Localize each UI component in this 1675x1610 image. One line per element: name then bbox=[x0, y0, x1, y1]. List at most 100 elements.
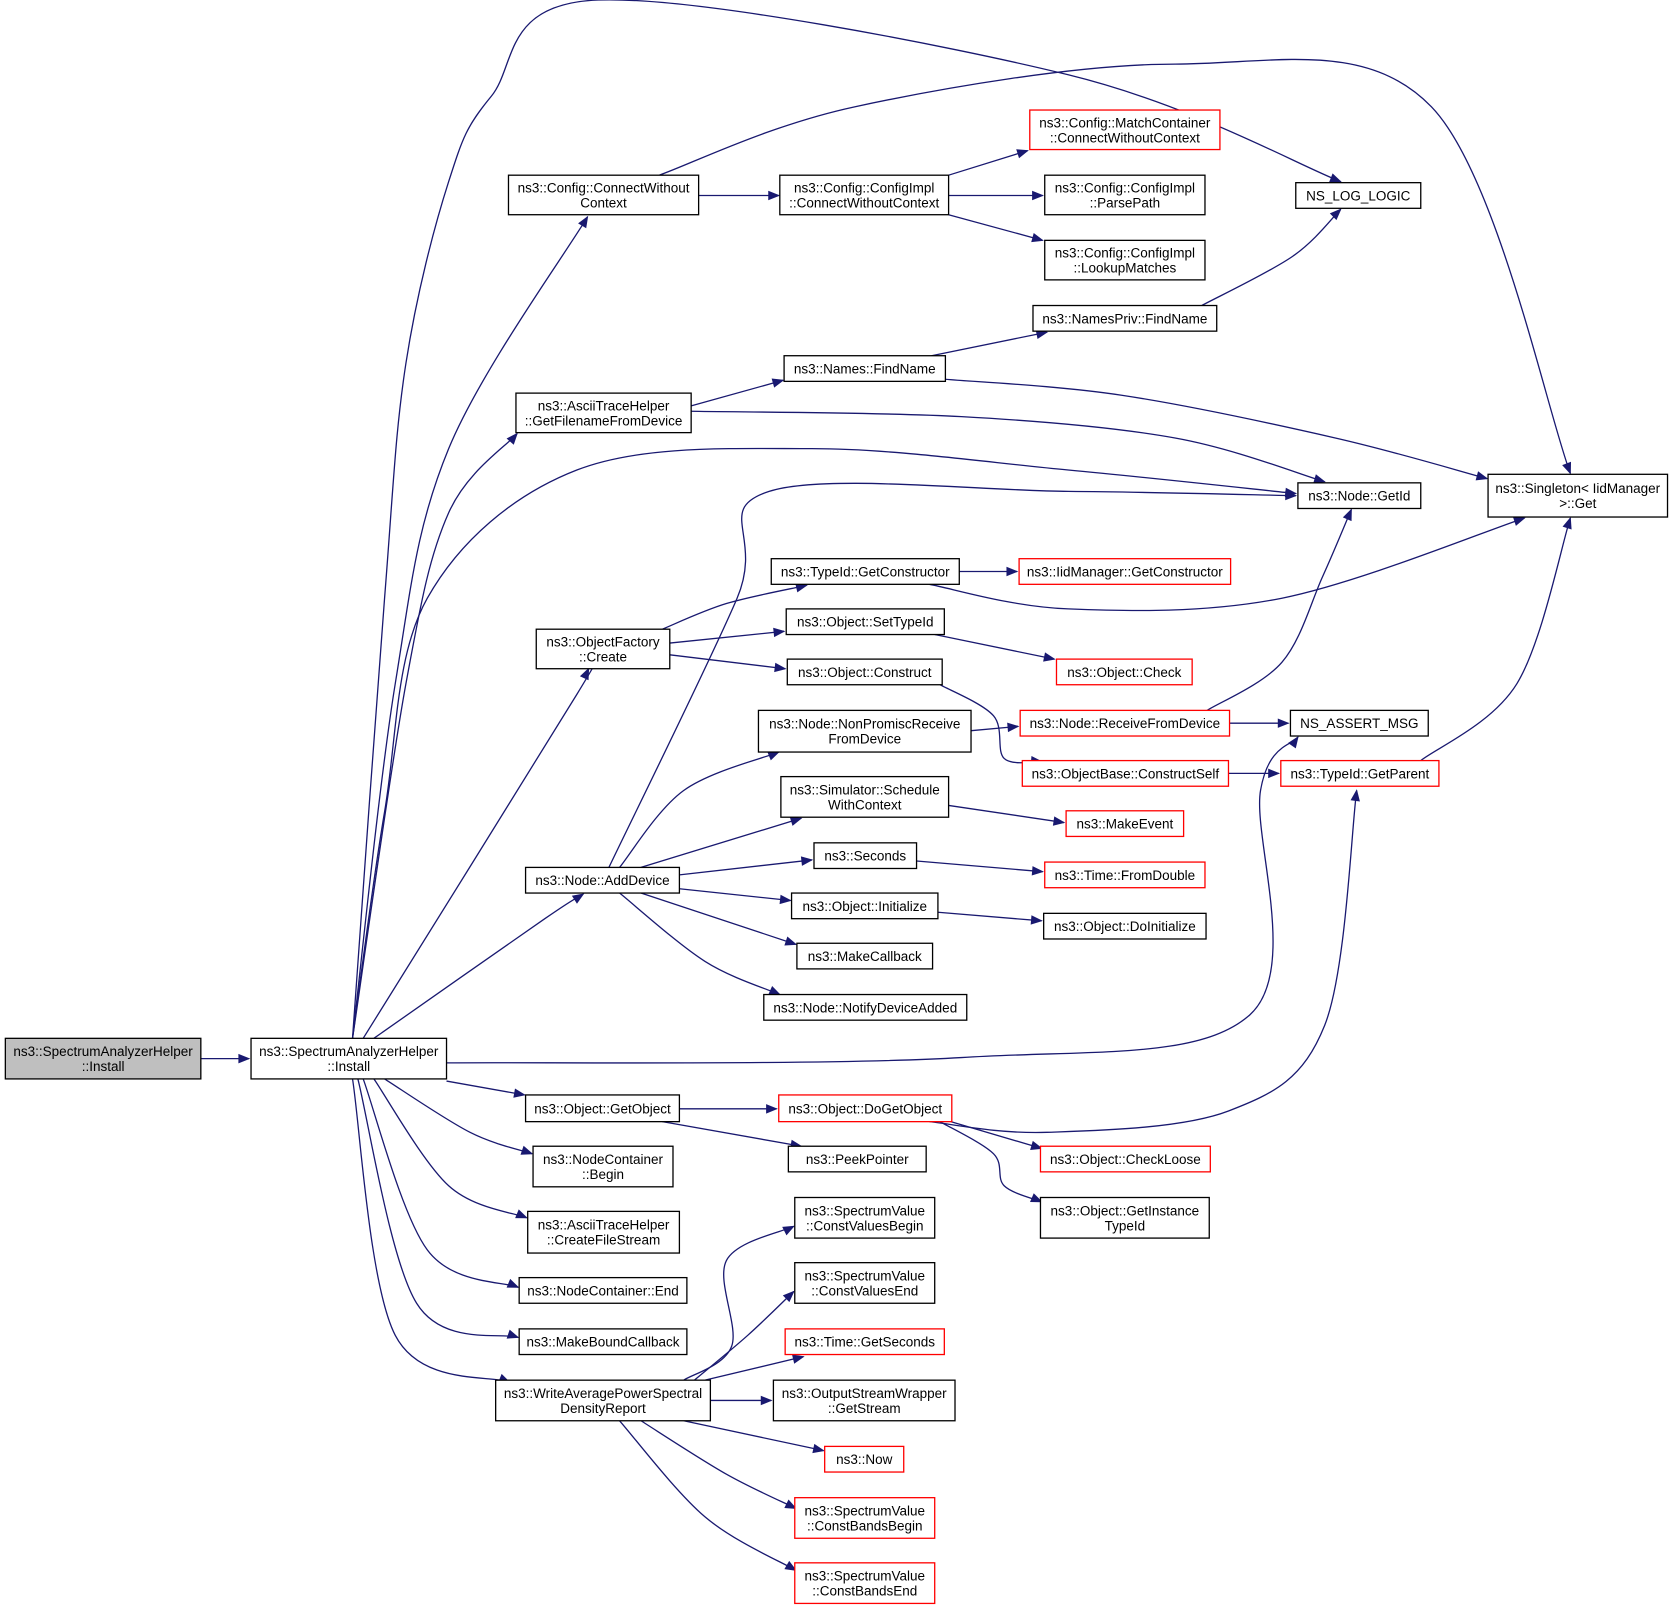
node-nodeNotify[interactable]: ns3::Node::NotifyDeviceAdded bbox=[763, 993, 968, 1021]
node-label: ::ConstBandsBegin bbox=[807, 1518, 923, 1533]
node-oswGetStream[interactable]: ns3::OutputStreamWrapper::GetStream bbox=[772, 1379, 956, 1422]
arrowhead-icon bbox=[800, 856, 814, 866]
edge-seconds-to-timeFromDouble bbox=[916, 860, 1044, 876]
node-asciiCreateFile[interactable]: ns3::AsciiTraceHelper::CreateFileStream bbox=[527, 1210, 681, 1254]
node-objFactoryCreate[interactable]: ns3::ObjectFactory::Create bbox=[535, 628, 671, 670]
node-label: ns3::Singleton< IidManager bbox=[1495, 481, 1660, 496]
node-label: ns3::Time::GetSeconds bbox=[794, 1335, 935, 1350]
arrowhead-icon bbox=[520, 1145, 534, 1155]
node-matchContainer[interactable]: ns3::Config::MatchContainer::ConnectWith… bbox=[1029, 109, 1221, 151]
node-label: ns3::NodeContainer::End bbox=[527, 1283, 679, 1298]
edge-install-to-nodeAddDevice bbox=[373, 893, 585, 1039]
node-objDoGetObject[interactable]: ns3::Object::DoGetObject bbox=[778, 1094, 953, 1123]
edge-install-to-objFactoryCreate bbox=[362, 659, 598, 1039]
arrowhead-icon bbox=[513, 1088, 526, 1098]
edge-line bbox=[351, 447, 1296, 1039]
node-box bbox=[757, 709, 972, 753]
node-makeCallback[interactable]: ns3::MakeCallback bbox=[796, 942, 934, 970]
node-cfgConnect[interactable]: ns3::Config::ConnectWithoutContext bbox=[507, 174, 700, 216]
arrowhead-icon bbox=[812, 1443, 825, 1454]
node-cfgImplConnect[interactable]: ns3::Config::ConfigImpl::ConnectWithoutC… bbox=[779, 174, 950, 216]
edge-line bbox=[1420, 517, 1571, 762]
edge-install-to-asciiGetFilename bbox=[351, 432, 518, 1039]
node-box bbox=[794, 1262, 936, 1304]
node-objBaseConstructSelf[interactable]: ns3::ObjectBase::ConstructSelf bbox=[1021, 759, 1230, 787]
edge-layer bbox=[200, 0, 1572, 1571]
node-typeIdGetParent[interactable]: ns3::TypeId::GetParent bbox=[1280, 759, 1440, 787]
node-label: ns3::Object::GetObject bbox=[534, 1101, 671, 1116]
node-nodeContBegin[interactable]: ns3::NodeContainer::Begin bbox=[532, 1145, 674, 1188]
node-svConstBandsEnd[interactable]: ns3::SpectrumValue::ConstBandsEnd bbox=[794, 1562, 936, 1605]
node-peekPointer[interactable]: ns3::PeekPointer bbox=[787, 1145, 927, 1173]
node-nodeReceive[interactable]: ns3::Node::ReceiveFromDevice bbox=[1019, 709, 1231, 737]
node-label: ns3::IidManager::GetConstructor bbox=[1027, 565, 1223, 580]
node-nodeGetId[interactable]: ns3::Node::GetId bbox=[1297, 482, 1422, 510]
edge-writeAvg-to-svConstValuesBegin bbox=[683, 1225, 795, 1381]
node-nodeAddDevice[interactable]: ns3::Node::AddDevice bbox=[524, 866, 681, 894]
node-box bbox=[1044, 239, 1206, 281]
node-objInitialize[interactable]: ns3::Object::Initialize bbox=[790, 892, 939, 920]
node-label: ns3::TypeId::GetParent bbox=[1290, 766, 1429, 781]
node-writeAvg[interactable]: ns3::WriteAveragePowerSpectralDensityRep… bbox=[495, 1379, 712, 1422]
node-makeEvent[interactable]: ns3::MakeEvent bbox=[1065, 810, 1185, 838]
node-asciiGetFilename[interactable]: ns3::AsciiTraceHelper::GetFilenameFromDe… bbox=[515, 392, 692, 434]
node-label: ns3::Names::FindName bbox=[794, 362, 936, 377]
edge-line bbox=[704, 1356, 804, 1381]
node-svConstValuesEnd[interactable]: ns3::SpectrumValue::ConstValuesEnd bbox=[794, 1262, 936, 1304]
node-iidGetCtor[interactable]: ns3::IidManager::GetConstructor bbox=[1018, 558, 1232, 585]
edge-cfgConnect-to-cfgImplConnect bbox=[698, 190, 781, 201]
node-label: ns3::Object::CheckLoose bbox=[1050, 1152, 1201, 1167]
node-parsePath[interactable]: ns3::Config::ConfigImpl::ParsePath bbox=[1044, 174, 1206, 216]
node-box bbox=[524, 1094, 681, 1123]
node-label: ns3::Node::NotifyDeviceAdded bbox=[773, 1000, 957, 1015]
node-root[interactable]: ns3::SpectrumAnalyzerHelper::Install bbox=[4, 1037, 202, 1080]
node-timeFromDouble[interactable]: ns3::Time::FromDouble bbox=[1044, 861, 1206, 889]
node-seconds[interactable]: ns3::Seconds bbox=[813, 842, 918, 870]
node-box bbox=[785, 608, 945, 636]
node-objCheck[interactable]: ns3::Object::Check bbox=[1055, 658, 1193, 686]
node-objGetObject[interactable]: ns3::Object::GetObject bbox=[524, 1094, 681, 1123]
node-box bbox=[527, 1210, 681, 1254]
node-timeGetSeconds[interactable]: ns3::Time::GetSeconds bbox=[784, 1328, 945, 1356]
node-nodeContEnd[interactable]: ns3::NodeContainer::End bbox=[518, 1276, 688, 1304]
node-objConstruct[interactable]: ns3::Object::Construct bbox=[786, 658, 943, 686]
edge-typeIdGetCtor-to-iidGetCtor bbox=[959, 566, 1019, 577]
node-box bbox=[784, 1328, 945, 1356]
node-svConstValuesBegin[interactable]: ns3::SpectrumValue::ConstValuesBegin bbox=[794, 1196, 936, 1239]
node-install[interactable]: ns3::SpectrumAnalyzerHelper::Install bbox=[250, 1037, 448, 1080]
node-nsLogLogic[interactable]: NS_LOG_LOGIC bbox=[1295, 182, 1422, 209]
edge-line bbox=[693, 1291, 795, 1381]
node-svConstBandsBegin[interactable]: ns3::SpectrumValue::ConstBandsBegin bbox=[794, 1497, 936, 1539]
node-objCheckLoose[interactable]: ns3::Object::CheckLoose bbox=[1039, 1145, 1211, 1173]
node-objDoInitialize[interactable]: ns3::Object::DoInitialize bbox=[1043, 912, 1207, 940]
node-typeIdGetCtor[interactable]: ns3::TypeId::GetConstructor bbox=[770, 558, 960, 585]
edge-root-to-install bbox=[200, 1053, 251, 1064]
arrowhead-icon bbox=[760, 1395, 773, 1406]
node-box bbox=[772, 1379, 956, 1422]
node-lookupMatches[interactable]: ns3::Config::ConfigImpl::LookupMatches bbox=[1044, 239, 1206, 281]
node-now[interactable]: ns3::Now bbox=[824, 1445, 905, 1473]
node-objSetTypeId[interactable]: ns3::Object::SetTypeId bbox=[785, 608, 945, 636]
node-label: NS_ASSERT_MSG bbox=[1300, 716, 1418, 731]
edge-line bbox=[1201, 208, 1342, 307]
edge-namesFind-to-namesPrivFind bbox=[931, 329, 1049, 357]
arrowhead-icon bbox=[1031, 233, 1044, 243]
edge-line bbox=[357, 1078, 519, 1339]
edge-typeIdGetCtor-to-singletonGet bbox=[929, 516, 1526, 612]
node-namesFind[interactable]: ns3::Names::FindName bbox=[783, 355, 947, 383]
arrowhead-icon bbox=[1285, 490, 1298, 501]
edge-objGetObject-to-objDoGetObject bbox=[679, 1104, 778, 1114]
node-namesPrivFind[interactable]: ns3::NamesPriv::FindName bbox=[1032, 304, 1218, 332]
node-label: ns3::SpectrumAnalyzerHelper bbox=[259, 1044, 439, 1059]
arrowhead-icon bbox=[1016, 149, 1029, 159]
node-box bbox=[250, 1037, 448, 1080]
node-box bbox=[1044, 174, 1206, 216]
arrowhead-icon bbox=[1329, 173, 1342, 183]
node-singletonGet[interactable]: ns3::Singleton< IidManager >::Get bbox=[1487, 473, 1669, 518]
node-makeBound[interactable]: ns3::MakeBoundCallback bbox=[518, 1328, 688, 1356]
node-nsAssertMsg[interactable]: NS_ASSERT_MSG bbox=[1289, 709, 1429, 737]
node-label: ns3::SpectrumValue bbox=[804, 1503, 925, 1518]
